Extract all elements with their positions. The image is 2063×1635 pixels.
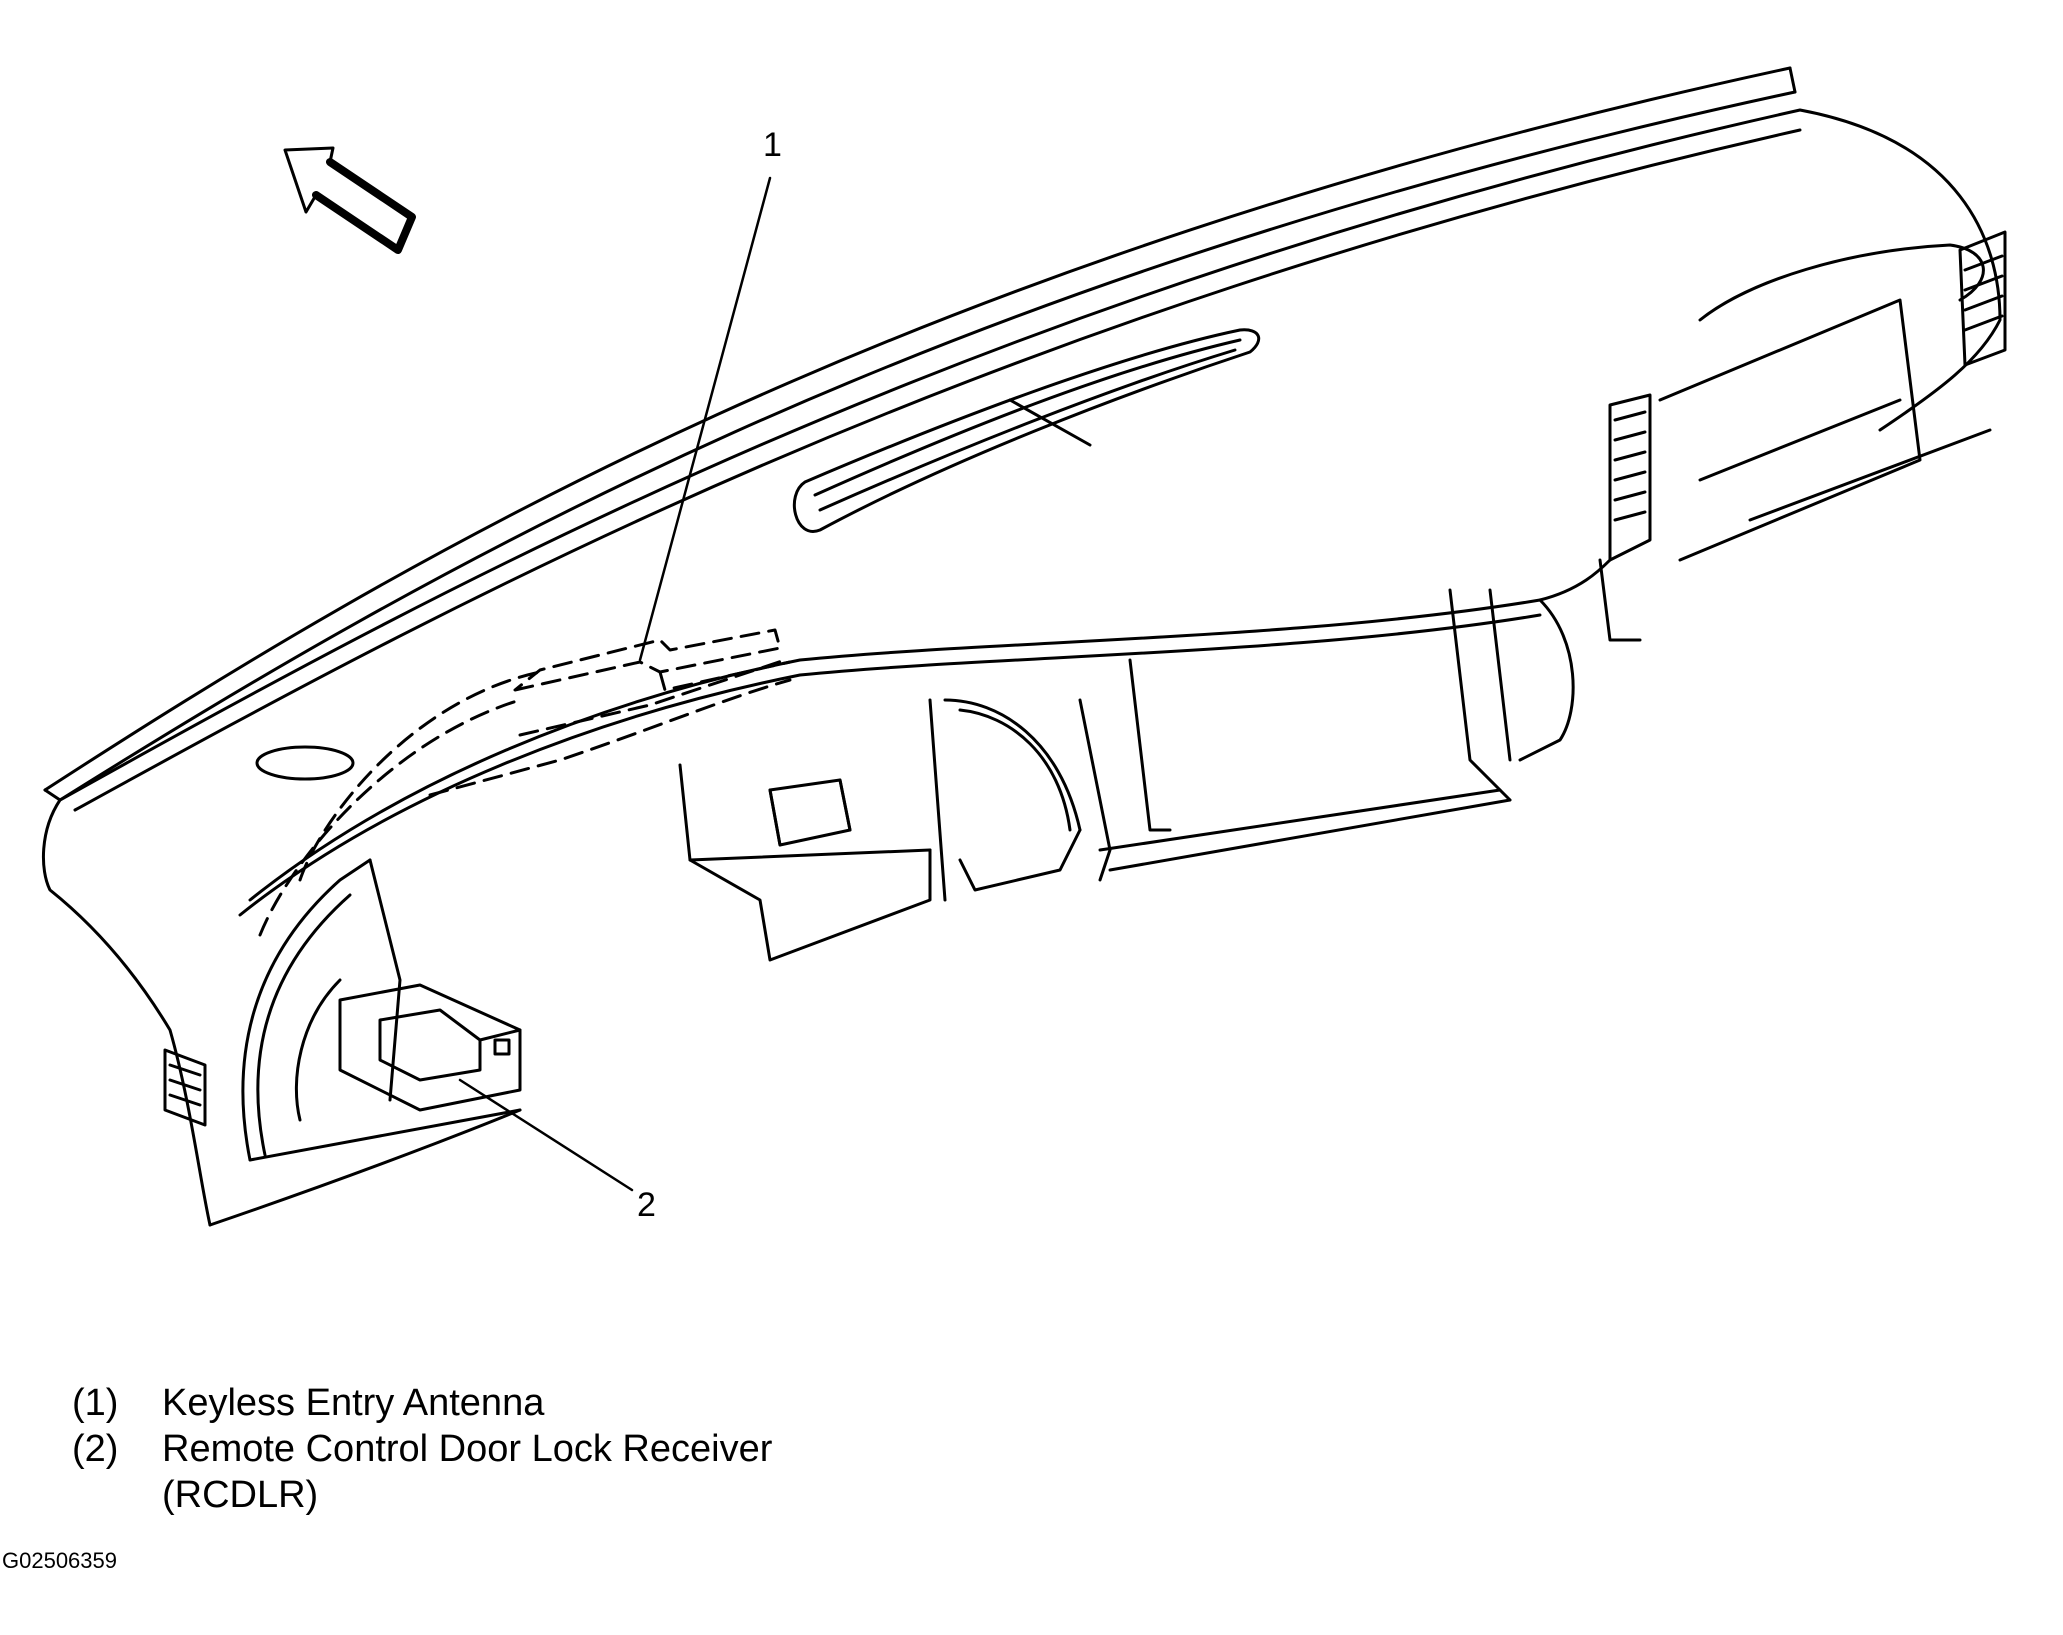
- steering-column-opening: [241, 858, 522, 1162]
- side-vent-oval: [255, 745, 355, 781]
- defroster-vent: [792, 328, 1261, 533]
- callout-2-leader: [458, 1078, 634, 1192]
- center-support-structure: [678, 588, 1512, 962]
- right-vent-cluster: [1598, 230, 2007, 642]
- callout-1-leader: [638, 176, 772, 662]
- keyless-entry-antenna: [258, 628, 792, 937]
- left-side-vent: [163, 1048, 207, 1127]
- dash-lower-edge: [238, 558, 1612, 917]
- legend-item: (2) Remote Control Door Lock Receiver (R…: [66, 1426, 802, 1518]
- figure-id: G02506359: [2, 1548, 117, 1573]
- rcdlr-bracket: [338, 983, 522, 1112]
- callout-2-label: 2: [637, 1186, 656, 1224]
- legend: (1) Keyless Entry Antenna (2) Remote Con…: [66, 1380, 802, 1518]
- dash-top-surface: [41, 108, 2002, 1227]
- legend-number: (2): [72, 1428, 119, 1470]
- legend-number: (1): [72, 1382, 119, 1424]
- legend-label: Remote Control Door Lock Receiver (RCDLR…: [162, 1428, 773, 1516]
- dash-top-edge: [43, 66, 1797, 802]
- direction-arrow: [283, 146, 416, 254]
- legend-item: (1) Keyless Entry Antenna: [66, 1380, 802, 1426]
- legend-label: Keyless Entry Antenna: [162, 1382, 545, 1424]
- callout-1-label: 1: [763, 126, 782, 164]
